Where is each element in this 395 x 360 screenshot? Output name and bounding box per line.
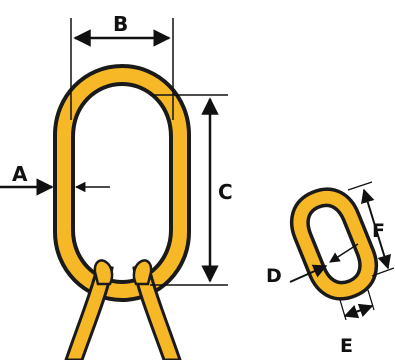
large-link-body [53,63,191,303]
label-c: C [218,180,233,204]
small-link-body [290,187,378,301]
label-b: B [113,12,128,36]
right-sub-link-top [132,259,153,286]
label-d: D [266,265,282,287]
label-a: A [12,162,28,186]
dimension-c: C [150,94,233,286]
dimension-f: F [347,181,395,277]
dimension-a: A [0,162,110,196]
label-e: E [340,335,353,357]
large-master-link [53,63,191,360]
label-f: F [372,220,385,242]
dimension-b: B [70,12,174,120]
left-sub-link-top [93,259,114,286]
dimension-d: D [266,243,359,287]
small-link [290,187,378,301]
left-sub-link [64,262,114,360]
dimension-e: E [339,289,375,357]
